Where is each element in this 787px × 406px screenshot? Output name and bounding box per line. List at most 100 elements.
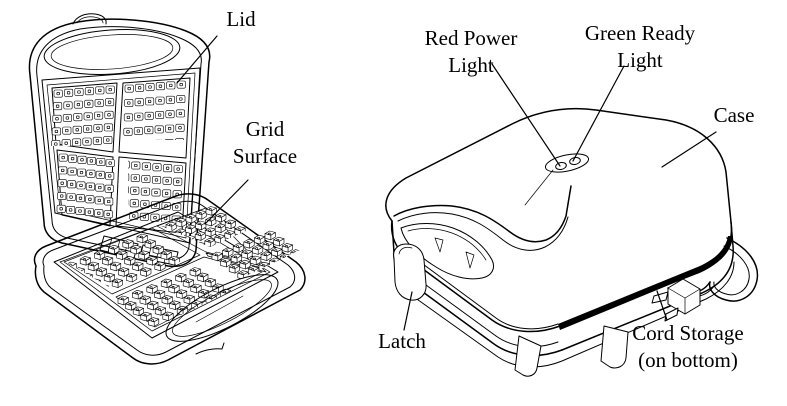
waffle-cell xyxy=(105,85,115,94)
lid-inner-shell xyxy=(36,26,202,260)
waffle-cell xyxy=(144,126,154,135)
cord-loop-inner xyxy=(713,245,750,296)
waffle-cell xyxy=(72,125,82,134)
waffle-cell xyxy=(128,198,129,207)
base-handle-recess-inner xyxy=(172,279,272,337)
open-waffle-maker-illustration xyxy=(28,13,306,365)
waffle-cell xyxy=(85,182,95,191)
waffle-cell xyxy=(94,196,104,205)
waffle-cell xyxy=(123,127,133,136)
waffle-cell xyxy=(58,153,68,162)
waffle-cell xyxy=(140,267,152,277)
waffle-cell xyxy=(239,259,251,270)
waffle-cell xyxy=(105,98,115,107)
waffle-cell xyxy=(164,139,174,140)
waffle-cell xyxy=(85,195,95,204)
waffle-cell xyxy=(224,230,236,240)
waffle-cell xyxy=(67,180,77,189)
waffle-cell xyxy=(173,165,183,174)
waffle-cell xyxy=(94,209,104,218)
waffle-cell xyxy=(185,224,197,235)
lid-plate-border-inner xyxy=(46,72,196,239)
waffle-cell xyxy=(124,84,134,93)
case-handle-groove-inner xyxy=(407,228,487,261)
waffle-cell xyxy=(103,210,113,219)
waffle-cell xyxy=(74,88,84,96)
label-line: Light xyxy=(617,48,663,72)
waffle-cell xyxy=(168,256,180,266)
waffle-cell xyxy=(130,174,140,183)
waffle-cell xyxy=(232,243,244,253)
case-groove-notch-2 xyxy=(465,251,475,269)
waffle-cell xyxy=(141,175,151,183)
label-line: Grid xyxy=(246,117,285,141)
waffle-cell xyxy=(165,110,175,119)
waffle-cell xyxy=(86,156,96,165)
waffle-cell xyxy=(84,99,94,108)
waffle-cell xyxy=(104,110,114,119)
base-assembly xyxy=(33,193,306,365)
foot-front xyxy=(600,325,629,369)
waffle-cell xyxy=(73,113,83,122)
waffle-cell xyxy=(165,221,177,232)
waffle-cell xyxy=(103,123,113,132)
waffle-cell xyxy=(84,87,94,96)
waffle-cell xyxy=(195,220,207,231)
foot-left xyxy=(514,335,542,377)
waffle-cell xyxy=(124,99,134,107)
waffle-cell xyxy=(64,88,74,97)
waffle-cell xyxy=(95,86,105,95)
latch-highlight xyxy=(398,246,413,255)
plug-body-edges xyxy=(667,287,701,315)
waffle-cell xyxy=(68,154,78,163)
waffle-cell xyxy=(133,127,143,135)
waffle-cell xyxy=(230,253,242,264)
waffle-cell xyxy=(141,162,151,171)
callout-latch: Latch xyxy=(378,291,426,353)
waffle-cell xyxy=(154,139,164,140)
waffle-cell xyxy=(94,111,104,120)
waffle-cell xyxy=(131,161,141,170)
waffle-cell xyxy=(290,249,300,259)
waffle-cell xyxy=(130,186,140,195)
waffle-cell xyxy=(279,253,291,263)
base-handle-recess-outer xyxy=(165,274,279,342)
waffle-cell xyxy=(162,176,172,185)
waffle-cell xyxy=(254,234,266,245)
lid-grip-tab xyxy=(72,13,107,25)
latch-body xyxy=(393,243,427,301)
label-line: Lid xyxy=(226,7,256,31)
lid-quadrant-2 xyxy=(118,77,191,159)
waffle-cell xyxy=(66,193,76,202)
closed-waffle-maker-illustration xyxy=(385,107,759,377)
waffle-cell xyxy=(75,207,85,215)
waffle-cell xyxy=(93,124,103,133)
waffle-cell xyxy=(134,112,144,121)
waffle-cell xyxy=(67,167,77,176)
waffle-cell xyxy=(95,170,105,179)
waffle-cell xyxy=(228,264,240,274)
waffle-cell xyxy=(84,208,94,217)
case-assembly xyxy=(385,107,733,333)
indicator-bezel-tail xyxy=(524,169,554,206)
case-seam-left xyxy=(411,255,559,330)
waffle-cell xyxy=(264,230,276,241)
lid-handle-recess-outer xyxy=(43,29,181,75)
waffle-cell xyxy=(299,255,300,265)
label-latch: Latch xyxy=(378,329,426,353)
waffle-cell xyxy=(281,243,293,253)
lid-outer-shell xyxy=(28,18,211,268)
waffle-cell xyxy=(243,239,255,249)
waffle-cell xyxy=(105,159,115,168)
waffle-cell xyxy=(162,189,172,198)
waffle-cell xyxy=(62,114,72,122)
waffle-cell xyxy=(175,109,185,118)
waffle-cell xyxy=(134,98,144,107)
waffle-cell xyxy=(220,257,232,268)
waffle-cell xyxy=(165,124,175,133)
waffle-cell xyxy=(51,140,61,146)
